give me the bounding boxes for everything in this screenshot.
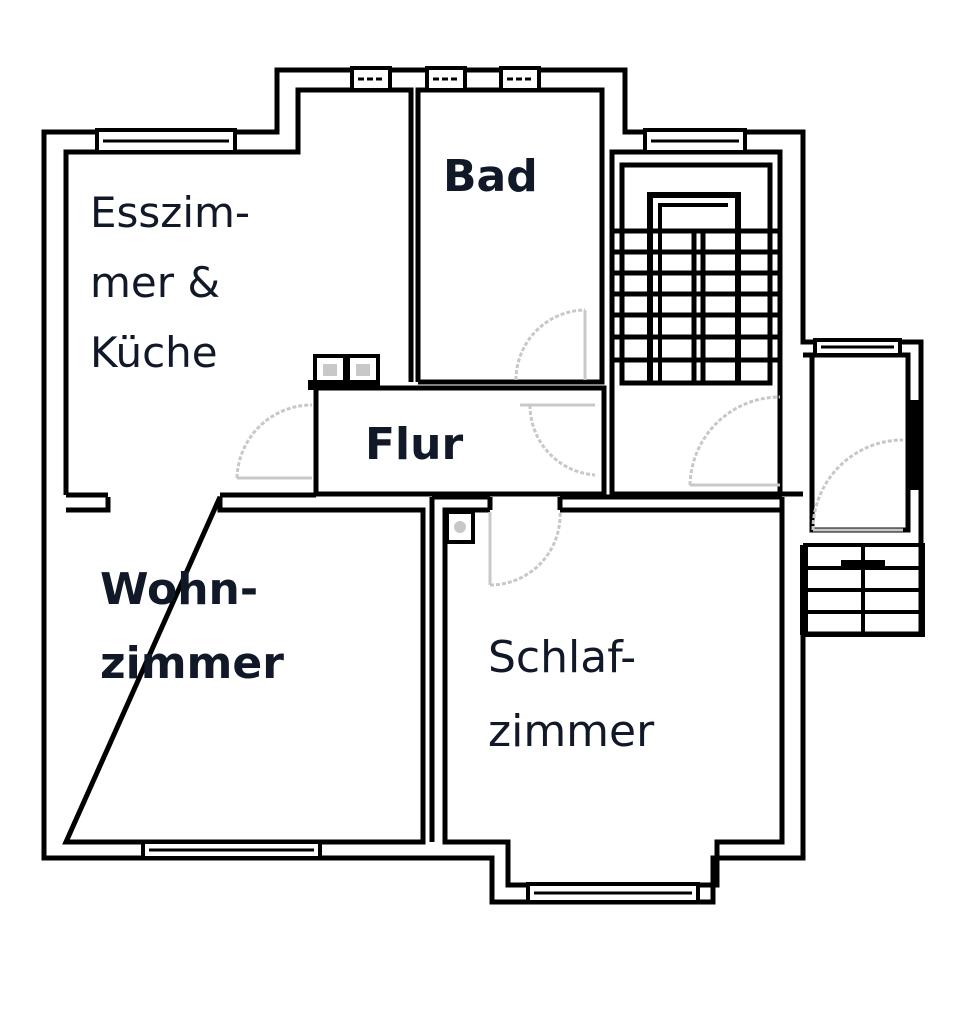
flur-walls: [313, 385, 607, 497]
wall-segment: [429, 494, 782, 842]
wall-block: [308, 380, 380, 390]
stairwell-walls: [609, 149, 783, 497]
label-line: Flur: [365, 419, 464, 470]
esszimmer-inner-wall: [63, 87, 414, 495]
label-line: zimmer: [488, 706, 655, 757]
label-line: mer &: [90, 258, 221, 307]
room-label-bad: Bad: [443, 155, 538, 199]
room-label-wohnzimmer: Wohn- zimmer: [100, 568, 284, 716]
shafts: [313, 354, 475, 544]
room-label-esszimmer: Esszim- mer & Küche: [90, 192, 250, 402]
label-line: Esszim-: [90, 188, 251, 237]
staircase: [614, 162, 780, 386]
wohnzimmer-walls: [62, 495, 426, 845]
windows: [95, 66, 902, 904]
label-line: Bad: [443, 151, 538, 202]
wall-segment: [779, 491, 803, 510]
entrance-steps: [803, 543, 925, 637]
label-line: Wohn-: [100, 564, 259, 615]
label-line: Küche: [90, 328, 218, 377]
label-line: zimmer: [100, 638, 284, 689]
room-label-schlafzimmer: Schlaf- zimmer: [488, 636, 654, 784]
room-label-flur: Flur: [365, 423, 463, 467]
door-swings: [235, 308, 904, 587]
bad-walls: [415, 87, 605, 385]
wall-block: [910, 400, 920, 490]
label-line: Schlaf-: [488, 632, 637, 683]
vestibule-walls: [803, 352, 911, 533]
